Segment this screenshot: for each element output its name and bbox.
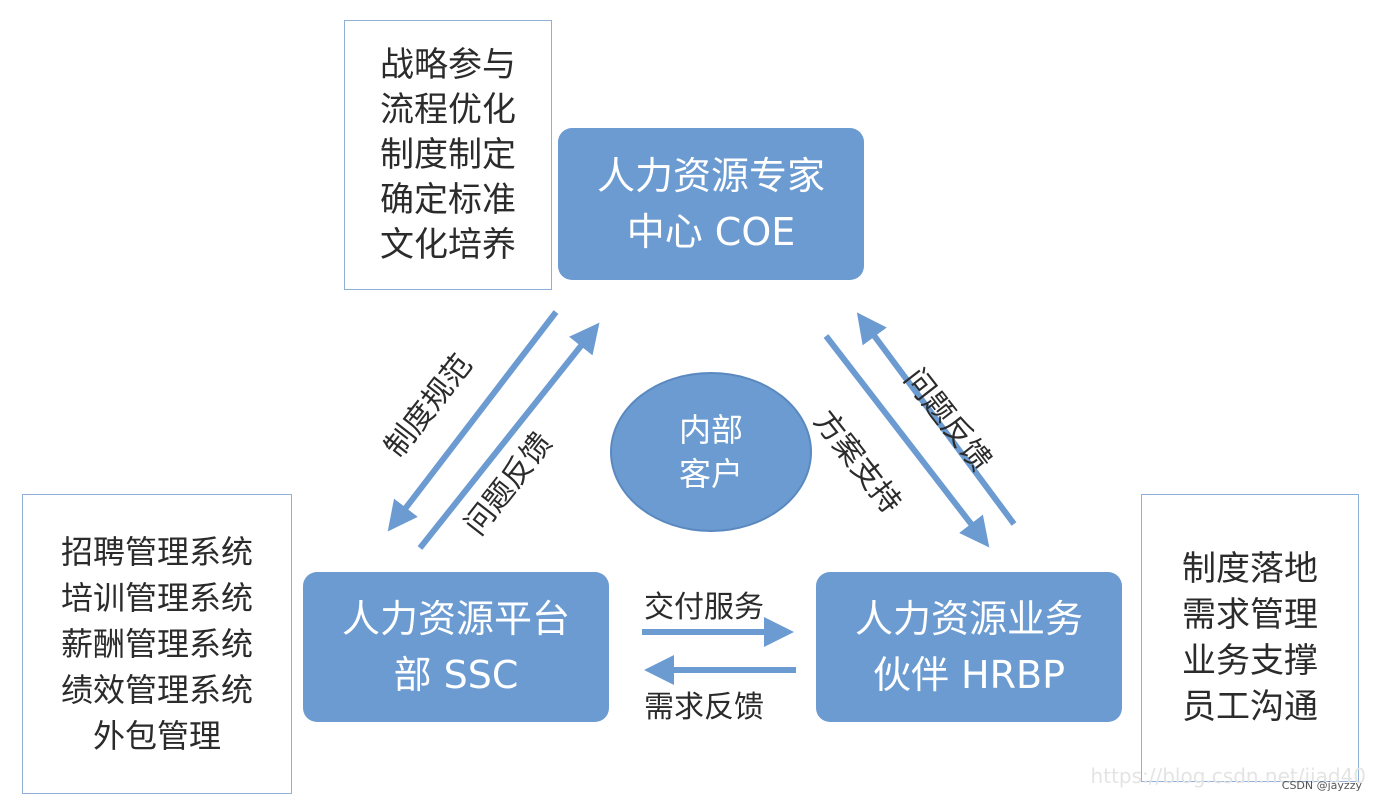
coe-node: 人力资源专家 中心 COE [558, 128, 864, 280]
hrbp-duty-item: 员工沟通 [1182, 687, 1318, 727]
coe-duty-item: 文化培养 [380, 224, 516, 265]
hrbp-duties-box: 制度落地 需求管理 业务支撑 员工沟通 [1141, 494, 1359, 782]
internal-customer-ellipse: 内部 客户 [610, 372, 812, 532]
hrbp-title-line1: 人力资源业务 [854, 597, 1083, 641]
coe-duties-box: 战略参与 流程优化 制度制定 确定标准 文化培养 [344, 20, 552, 290]
flow-label-hrbp-to-ssc: 需求反馈 [644, 690, 764, 725]
coe-duty-item: 确定标准 [380, 179, 516, 220]
coe-duty-item: 流程优化 [380, 89, 516, 130]
arrow-coe-to-ssc [387, 310, 559, 532]
ssc-node: 人力资源平台 部 SSC [303, 572, 609, 722]
hrbp-node: 人力资源业务 伙伴 HRBP [816, 572, 1122, 722]
arrow-hrbp-to-coe [856, 312, 1017, 526]
ssc-duty-item: 外包管理 [92, 717, 221, 755]
flow-label-ssc-to-hrbp: 交付服务 [644, 590, 764, 625]
ssc-title-line1: 人力资源平台 [341, 597, 570, 641]
coe-duty-item: 制度制定 [380, 134, 516, 175]
ssc-title-line2: 部 SSC [393, 653, 519, 697]
watermark-credit: CSDN @jayzzy [1281, 779, 1362, 792]
hrbp-duty-item: 制度落地 [1182, 549, 1318, 589]
ssc-duty-item: 绩效管理系统 [60, 671, 253, 709]
ssc-duties-box: 招聘管理系统 培训管理系统 薪酬管理系统 绩效管理系统 外包管理 [22, 494, 292, 794]
hrbp-duty-item: 业务支撑 [1182, 641, 1318, 681]
coe-duty-item: 战略参与 [380, 44, 516, 85]
hrbp-duty-item: 需求管理 [1182, 595, 1318, 635]
watermark-url: https://blog.csdn.net/jiad40 [1090, 764, 1366, 788]
center-line1: 内部 [678, 411, 743, 449]
center-line2: 客户 [678, 455, 743, 493]
arrow-ssc-to-coe [417, 322, 600, 550]
coe-title-line1: 人力资源专家 [596, 154, 825, 198]
ssc-duty-item: 薪酬管理系统 [60, 625, 253, 663]
arrow-coe-to-hrbp [823, 334, 990, 548]
hrbp-title-line2: 伙伴 HRBP [872, 653, 1066, 697]
ssc-duty-item: 培训管理系统 [60, 579, 253, 617]
ssc-duty-item: 招聘管理系统 [60, 533, 253, 571]
coe-title-line2: 中心 COE [626, 210, 796, 254]
